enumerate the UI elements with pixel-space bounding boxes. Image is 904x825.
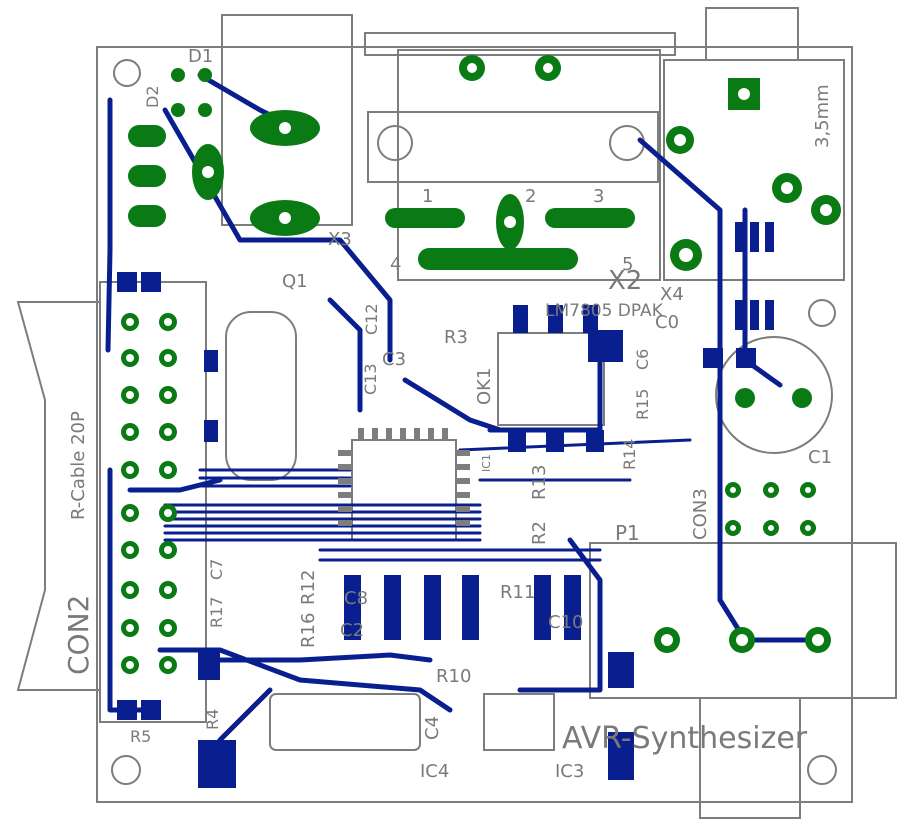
label-con3: CON3	[690, 488, 711, 540]
label-r13: R13	[529, 465, 550, 500]
label-c6: C6	[633, 349, 652, 370]
ic1-pins	[338, 428, 470, 526]
label-c0: C0	[655, 312, 679, 333]
x2-tab	[364, 32, 676, 56]
label-r14: R14	[620, 439, 639, 470]
label-r15: R15	[633, 389, 652, 420]
label-pin4: 4	[390, 254, 401, 275]
label-con2: CON2	[62, 595, 95, 675]
label-mirrored: LM7805 DPAK	[545, 301, 664, 321]
p1-outline	[589, 542, 897, 699]
label-r4: R4	[203, 709, 222, 730]
smd-parts	[117, 222, 774, 788]
label-c7: C7	[207, 559, 226, 580]
label-c3: C3	[382, 349, 406, 370]
label-c2: C2	[340, 620, 364, 641]
label-c13: C13	[361, 363, 380, 395]
label-ok1: OK1	[474, 368, 495, 405]
label-ic3: IC3	[555, 761, 584, 782]
label-pin5: 5	[622, 254, 633, 275]
label-c1: C1	[808, 447, 832, 468]
label-r11: R11	[500, 582, 535, 603]
label-3-5mm: 3,5mm	[812, 84, 833, 148]
label-r12: R12	[298, 570, 319, 605]
label-x3: X3	[328, 229, 352, 250]
label-c10: C10	[548, 612, 583, 633]
label-d1: D1	[188, 46, 213, 67]
label-ic1: IC1	[480, 454, 493, 472]
through-hole-pads	[121, 55, 841, 674]
c1-outline	[715, 336, 833, 454]
p1-shaft	[699, 697, 801, 819]
label-c4: C4	[422, 716, 443, 740]
label-ic4: IC4	[420, 761, 449, 782]
label-c8: C8	[344, 588, 368, 609]
label-x4: X4	[660, 284, 684, 305]
x2-outline	[397, 49, 661, 281]
x2-body	[367, 111, 659, 183]
board-title: AVR-Synthesizer	[562, 721, 808, 756]
label-r10: R10	[436, 666, 471, 687]
label-pin3: 3	[593, 186, 604, 207]
label-r2: R2	[529, 521, 550, 545]
label-q1: Q1	[282, 271, 308, 292]
label-c12: C12	[362, 303, 381, 335]
label-pin2: 2	[525, 186, 536, 207]
label-r-cable: R-Cable 20P	[68, 411, 89, 520]
label-p1: P1	[615, 521, 640, 545]
ic3-outline	[483, 693, 555, 751]
label-r3: R3	[444, 327, 468, 348]
bus-traces	[163, 438, 692, 562]
label-r16: R16	[298, 613, 319, 648]
label-x2: X2	[608, 266, 642, 296]
board-outline	[96, 46, 853, 803]
label-d2: D2	[143, 86, 162, 109]
label-r5: R5	[130, 727, 151, 746]
ic4-outline	[269, 693, 421, 751]
crystal-outline	[225, 311, 297, 481]
label-r17: R17	[207, 597, 226, 628]
con2-header-outline	[99, 281, 207, 723]
mounting-holes	[111, 59, 837, 785]
label-pin1: 1	[422, 186, 433, 207]
x4-top	[705, 7, 799, 61]
